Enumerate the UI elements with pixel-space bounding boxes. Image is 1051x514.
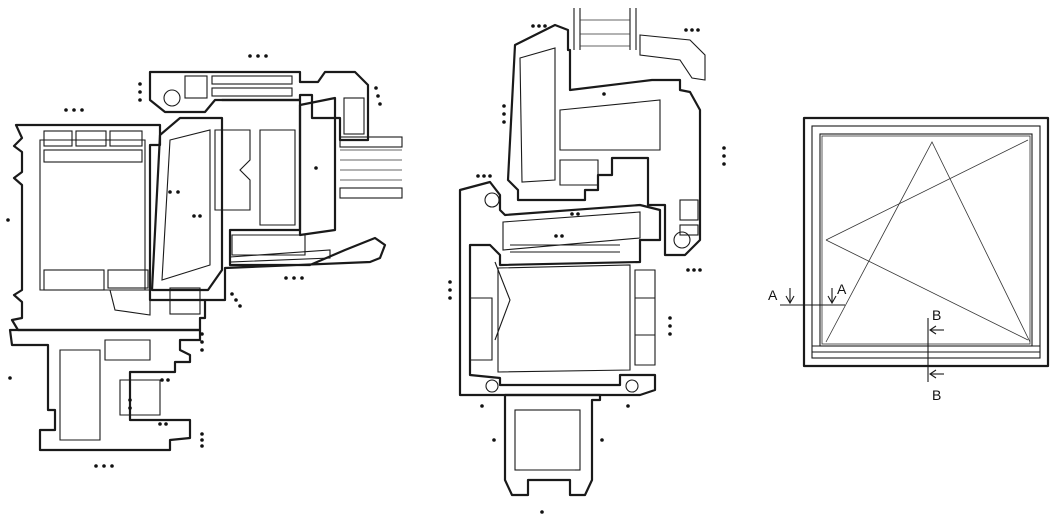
left-profile-section xyxy=(8,70,403,452)
middle-section-dot-markers xyxy=(448,24,726,514)
left-section-dot-markers xyxy=(6,54,382,468)
section-label-b-top: B xyxy=(932,307,941,323)
middle-profile-section xyxy=(458,8,706,497)
section-label-a-right: A xyxy=(837,281,847,297)
section-label-b-bottom: B xyxy=(932,387,941,403)
section-label-a-left: A xyxy=(768,287,778,303)
section-mark-a: A A xyxy=(768,281,847,306)
section-mark-b: B B xyxy=(927,307,944,403)
window-elevation xyxy=(802,116,1050,368)
